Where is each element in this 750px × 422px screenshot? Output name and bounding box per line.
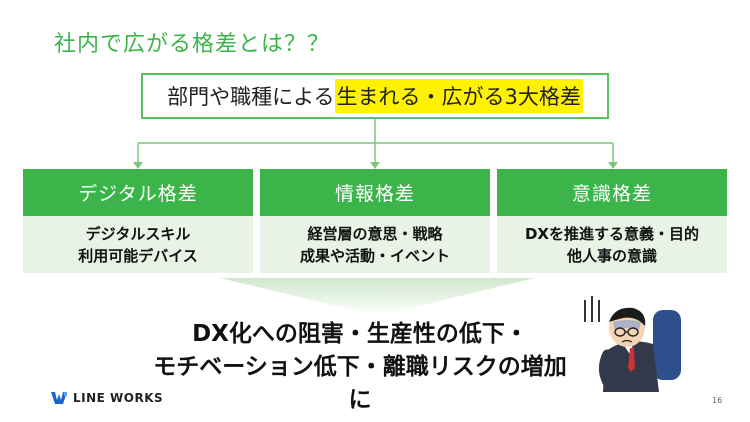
tired-worker-illustration <box>584 296 681 392</box>
column-body: デジタルスキル 利用可能デバイス <box>23 216 253 273</box>
gap-column-awareness: 意識格差 DXを推進する意義・目的 他人事の意識 <box>497 169 727 273</box>
column-line: 成果や活動・イベント <box>299 246 450 265</box>
gap-column-information: 情報格差 経営層の意思・戦略 成果や活動・イベント <box>260 169 490 273</box>
result-line: モチベーション低下・離職リスクの増加に <box>153 354 567 413</box>
column-line: 利用可能デバイス <box>78 246 198 265</box>
headline-highlight: 生まれる・広がる3大格差 <box>334 79 583 113</box>
arrowhead-middle <box>370 162 380 169</box>
column-header: 意識格差 <box>497 169 727 216</box>
gap-column-digital: デジタル格差 デジタルスキル 利用可能デバイス <box>23 169 253 273</box>
line-works-logo-icon <box>51 392 67 404</box>
column-body: 経営層の意思・戦略 成果や活動・イベント <box>260 216 490 273</box>
headline-box: 部門や職種による生まれる・広がる3大格差 <box>141 73 609 119</box>
funnel-arrow <box>220 278 535 316</box>
line-works-logo: LINE WORKS <box>51 391 163 405</box>
column-line: DXを推進する意義・目的 <box>524 224 700 243</box>
arrowhead-left <box>133 162 143 169</box>
slide-title: 社内で広がる格差とは？？ <box>54 32 331 57</box>
logo-text: LINE WORKS <box>73 391 164 405</box>
column-line: 他人事の意識 <box>566 246 657 265</box>
headline-prefix: 部門や職種による <box>167 85 335 109</box>
result-line: DX化への阻害・生産性の低下・ <box>192 321 528 347</box>
column-line: 経営層の意思・戦略 <box>307 224 443 243</box>
column-body: DXを推進する意義・目的 他人事の意識 <box>497 216 727 273</box>
column-header: デジタル格差 <box>23 169 253 216</box>
page-number: 16 <box>712 396 723 405</box>
arrowhead-right <box>608 162 618 169</box>
column-line: デジタルスキル <box>85 224 191 243</box>
column-header: 情報格差 <box>260 169 490 216</box>
result-statement: DX化への阻害・生産性の低下・ モチベーション低下・離職リスクの増加に <box>150 318 570 417</box>
